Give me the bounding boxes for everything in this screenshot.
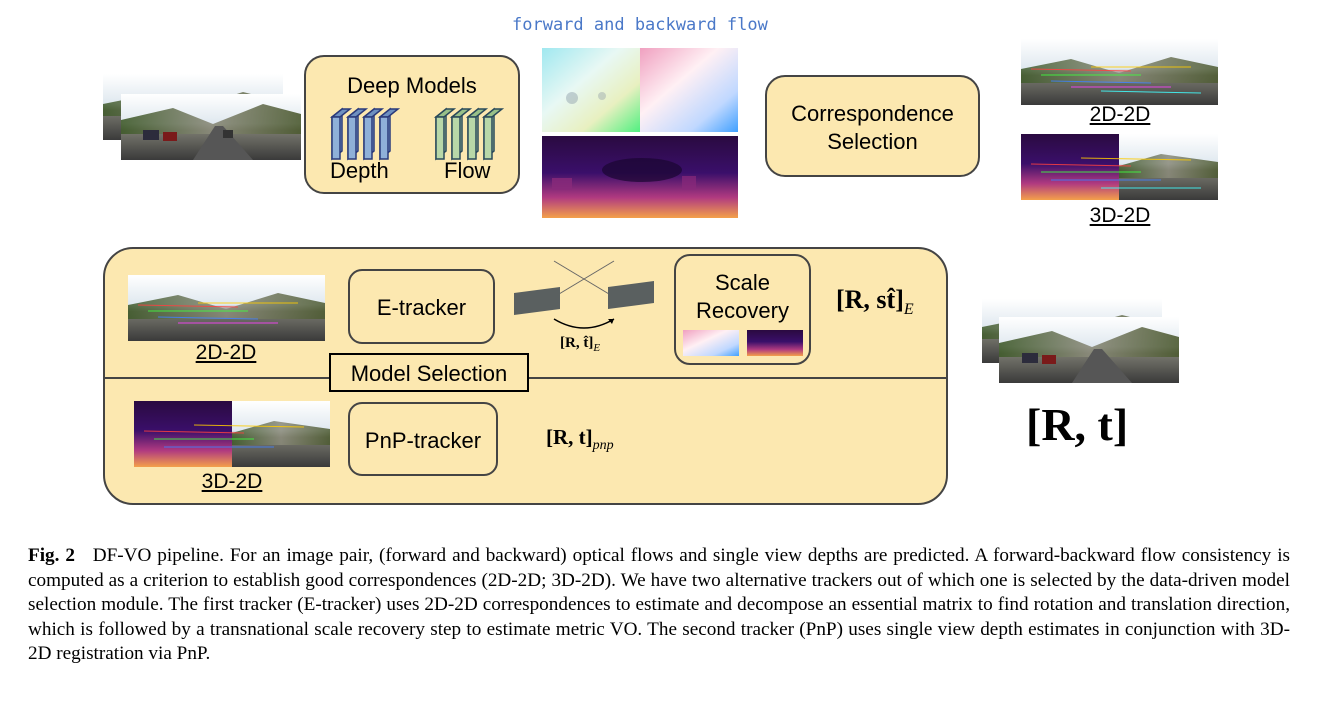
small-rt-e-main: [R, t̂] [560, 335, 594, 351]
big-rst-e-main: [R, st̂] [836, 285, 904, 314]
output-image-pair [982, 299, 1182, 385]
depth-network-icon [329, 107, 400, 161]
input-image-pair [103, 74, 303, 162]
e-tracker-box: E-tracker [348, 269, 495, 344]
output-rt-label: [R, t] [1026, 399, 1129, 450]
e-tracker-label: E-tracker [376, 295, 467, 320]
big-rst-e-sub: E [903, 301, 914, 319]
scale-recovery-line1: Scale [714, 270, 771, 295]
flow-title: forward and backward flow [512, 15, 768, 35]
corr-2d2d-label: 2D-2D [1089, 103, 1151, 126]
flow-network-icon [433, 107, 504, 161]
flow-label: Flow [444, 158, 491, 183]
deep-models-box: Deep Models Depth Flow [304, 55, 520, 194]
rt-pnp-math: [R, t]pnp [546, 425, 614, 454]
model-selection-label: Model Selection [350, 361, 508, 386]
backward-flow-image [640, 48, 738, 132]
pnp-tracker-box: PnP-tracker [348, 402, 498, 476]
figure-caption: Fig. 2 DF-VO pipeline. For an image pair… [28, 544, 1290, 667]
model-selection-box: Model Selection [329, 353, 529, 392]
caption-text: DF-VO pipeline. For an image pair, (forw… [28, 545, 1290, 665]
pnp-tracker-label: PnP-tracker [364, 428, 482, 453]
epipolar-geometry-icon [514, 260, 654, 329]
depth-map-image [542, 136, 738, 218]
optical-flow-images [542, 48, 738, 132]
correspondence-3d2d-image [1021, 134, 1218, 200]
rt-pnp-main: [R, t] [546, 425, 593, 449]
small-rt-e-sub: E [593, 342, 601, 354]
small-rt-e-math: [R, t̂]E [560, 335, 600, 354]
correspondence-2d2d-image [1021, 39, 1218, 105]
correspondence-selection-line2: Selection [827, 129, 918, 154]
big-rst-e-math: [R, st̂]E [836, 285, 914, 319]
depth-label: Depth [330, 158, 389, 183]
module-2d2d-label: 2D-2D [195, 341, 257, 364]
scale-recovery-thumbnails [683, 330, 803, 356]
deep-models-title: Deep Models [347, 73, 477, 98]
input-frame-front [121, 94, 301, 160]
caption-fig-label: Fig. 2 [28, 545, 75, 566]
corr-3d2d-label: 3D-2D [1089, 204, 1151, 227]
correspondence-selection-line1: Correspondence [791, 101, 954, 126]
module-2d2d-image [128, 275, 325, 341]
forward-flow-image [542, 48, 640, 132]
correspondence-selection-box: Correspondence Selection [765, 75, 980, 177]
module-3d2d-image [134, 401, 330, 467]
module-3d2d-label: 3D-2D [201, 470, 263, 493]
scale-recovery-line2: Recovery [696, 298, 789, 323]
scale-recovery-box: Scale Recovery [674, 254, 811, 365]
rt-pnp-sub: pnp [592, 438, 614, 454]
